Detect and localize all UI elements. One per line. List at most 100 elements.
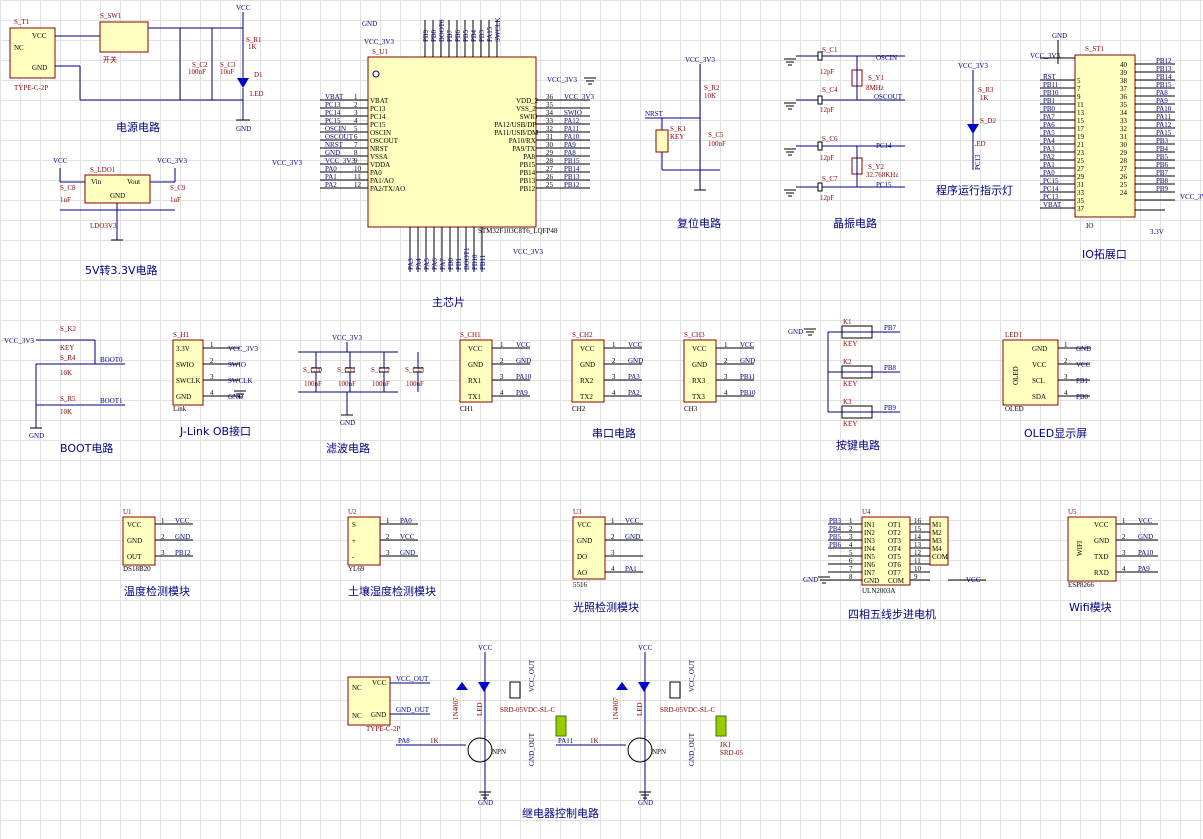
io-right-net: PB6	[1156, 161, 1169, 169]
mcu-left-net: OSCOUT	[325, 133, 354, 141]
io-right-net: PA9	[1156, 97, 1168, 105]
stepper-out-num: 13	[914, 541, 922, 549]
stepper-in-num: 8	[849, 573, 853, 581]
uart-net: PA9	[516, 389, 528, 397]
io-right-pin-num: 29	[1120, 149, 1128, 157]
uart-pin-num: 4	[612, 389, 616, 397]
osc-out: OSCOUT	[874, 93, 903, 101]
stepper-out-label: OT6	[888, 561, 901, 569]
io-right-net: PB4	[1156, 145, 1169, 153]
wifi-ref: U5	[1068, 508, 1077, 516]
mcu-top-net: PB6	[454, 29, 462, 42]
c2-ref: S_C2	[192, 61, 208, 69]
temp-pin-label: VCC	[127, 521, 142, 529]
uart-pin-num: 3	[724, 373, 728, 381]
mcu-left-net: VCC_3V3	[325, 157, 355, 165]
uart-pin-num: 4	[500, 389, 504, 397]
mcu-vcc33-right: VCC_3V3	[547, 76, 577, 84]
wifi-pin-num: 4	[1122, 565, 1126, 573]
stepper-net: PB6	[829, 541, 842, 549]
mcu-right-pin-label: PA10/RX	[509, 137, 536, 145]
wifi-net: PA9	[1138, 565, 1150, 573]
key-switch-icon	[841, 405, 873, 419]
oled-title: OLED显示屏	[1024, 427, 1087, 440]
uart-net: PA2	[628, 389, 640, 397]
c2-value: 100nF	[188, 68, 206, 76]
stepper-net: PB5	[829, 533, 842, 541]
key-ref: K3	[843, 398, 852, 406]
light-pin-num: 3	[611, 549, 615, 557]
stepper-gnd: GND	[803, 576, 818, 584]
switch-label: 开关	[103, 55, 117, 64]
y2-value: 32.768KHz	[866, 171, 898, 179]
io-left-pin-num: 15	[1077, 117, 1085, 125]
c7-value: 12pF	[820, 194, 835, 202]
typec-pin-gnd: GND	[32, 64, 47, 72]
io-gnd: GND	[1052, 32, 1067, 40]
oled-label: OLED	[1012, 366, 1020, 385]
stepper-in-num: 4	[849, 541, 853, 549]
stepper-in-num: 6	[849, 557, 853, 565]
relay-npn-icon	[627, 737, 653, 763]
relay-coil-icon	[509, 681, 521, 699]
mcu-top-net: PA15	[486, 26, 494, 42]
stepper-out-num: 10	[914, 565, 922, 573]
jlink-net: GND	[228, 393, 243, 401]
mcu-part: STM32F103C8T6_LQFP48	[478, 227, 558, 235]
stepper-in-label: IN4	[864, 545, 875, 553]
k1-ref: S_K1	[670, 125, 686, 133]
mcu-chip	[367, 56, 537, 228]
relay-jk-value: SRD-05	[720, 749, 743, 757]
io-right-pin-num: 26	[1120, 173, 1128, 181]
io-left-net: PB11	[1043, 81, 1059, 89]
io-right-net: PB9	[1156, 185, 1169, 193]
temp-net: GND	[175, 533, 190, 541]
reset-key	[655, 129, 669, 153]
y1-value: 8MHz	[866, 84, 884, 92]
temp-net: VCC	[175, 517, 190, 525]
relay-npn-label: NPN	[492, 748, 506, 756]
mcu-left-pin-label: PA2/TX/AO	[370, 185, 405, 193]
stepper-out-num: 9	[914, 573, 918, 581]
temp-part: DS18B20	[123, 565, 151, 573]
mcu-right-net: PB13	[564, 173, 580, 181]
c1-value: 12pF	[820, 68, 835, 76]
r5-ref: S_R5	[60, 395, 76, 403]
uart-pin-label: VCC	[692, 345, 707, 353]
relay-vcc-out: VCC_OUT	[396, 675, 429, 683]
stepper-in-label: IN6	[864, 561, 875, 569]
c6-value: 12pF	[820, 154, 835, 162]
mcu-right-pin-num: 29	[546, 149, 554, 157]
mcu-left-pin-num: 2	[354, 101, 358, 109]
r4-value: 10K	[60, 369, 72, 377]
light-net: VCC	[625, 517, 640, 525]
relay-npn-label: NPN	[652, 748, 666, 756]
relay-nc1: NC	[352, 684, 362, 692]
crystal-title: 晶振电路	[833, 216, 877, 230]
io-left-pin-num: 9	[1077, 93, 1081, 101]
oled-pin-num: 1	[1064, 341, 1068, 349]
uart-net: VCC	[628, 341, 643, 349]
io-right-pin-num: 27	[1120, 165, 1128, 173]
io-right-net: PB7	[1156, 169, 1169, 177]
mcu-left-pin-label: VBAT	[370, 97, 389, 105]
io-left-pin-num: 27	[1077, 165, 1085, 173]
io-left-net: PB10	[1043, 89, 1059, 97]
soil-pin-num: 1	[386, 517, 390, 525]
wifi-pin-label: RXD	[1094, 569, 1109, 577]
io-right-pin-num: 25	[1120, 181, 1128, 189]
c6-ref: S_C6	[822, 135, 838, 143]
ldo-vcc33: VCC_3V3	[157, 157, 187, 165]
mcu-bottom-net: PB1	[455, 257, 463, 270]
mcu-left-net: VBAT	[325, 93, 344, 101]
uart-pin-num: 2	[500, 357, 504, 365]
k1-value: KEY	[670, 133, 684, 141]
mcu-bottom-net: PA7	[439, 258, 447, 270]
stepper-out-label: OT4	[888, 545, 901, 553]
uart-net: VCC	[740, 341, 755, 349]
oled-pin-label: SCL	[1032, 377, 1045, 385]
mcu-left-pin-num: 7	[354, 141, 358, 149]
uart-header	[459, 339, 493, 403]
io-ref: S_ST1	[1085, 45, 1105, 53]
